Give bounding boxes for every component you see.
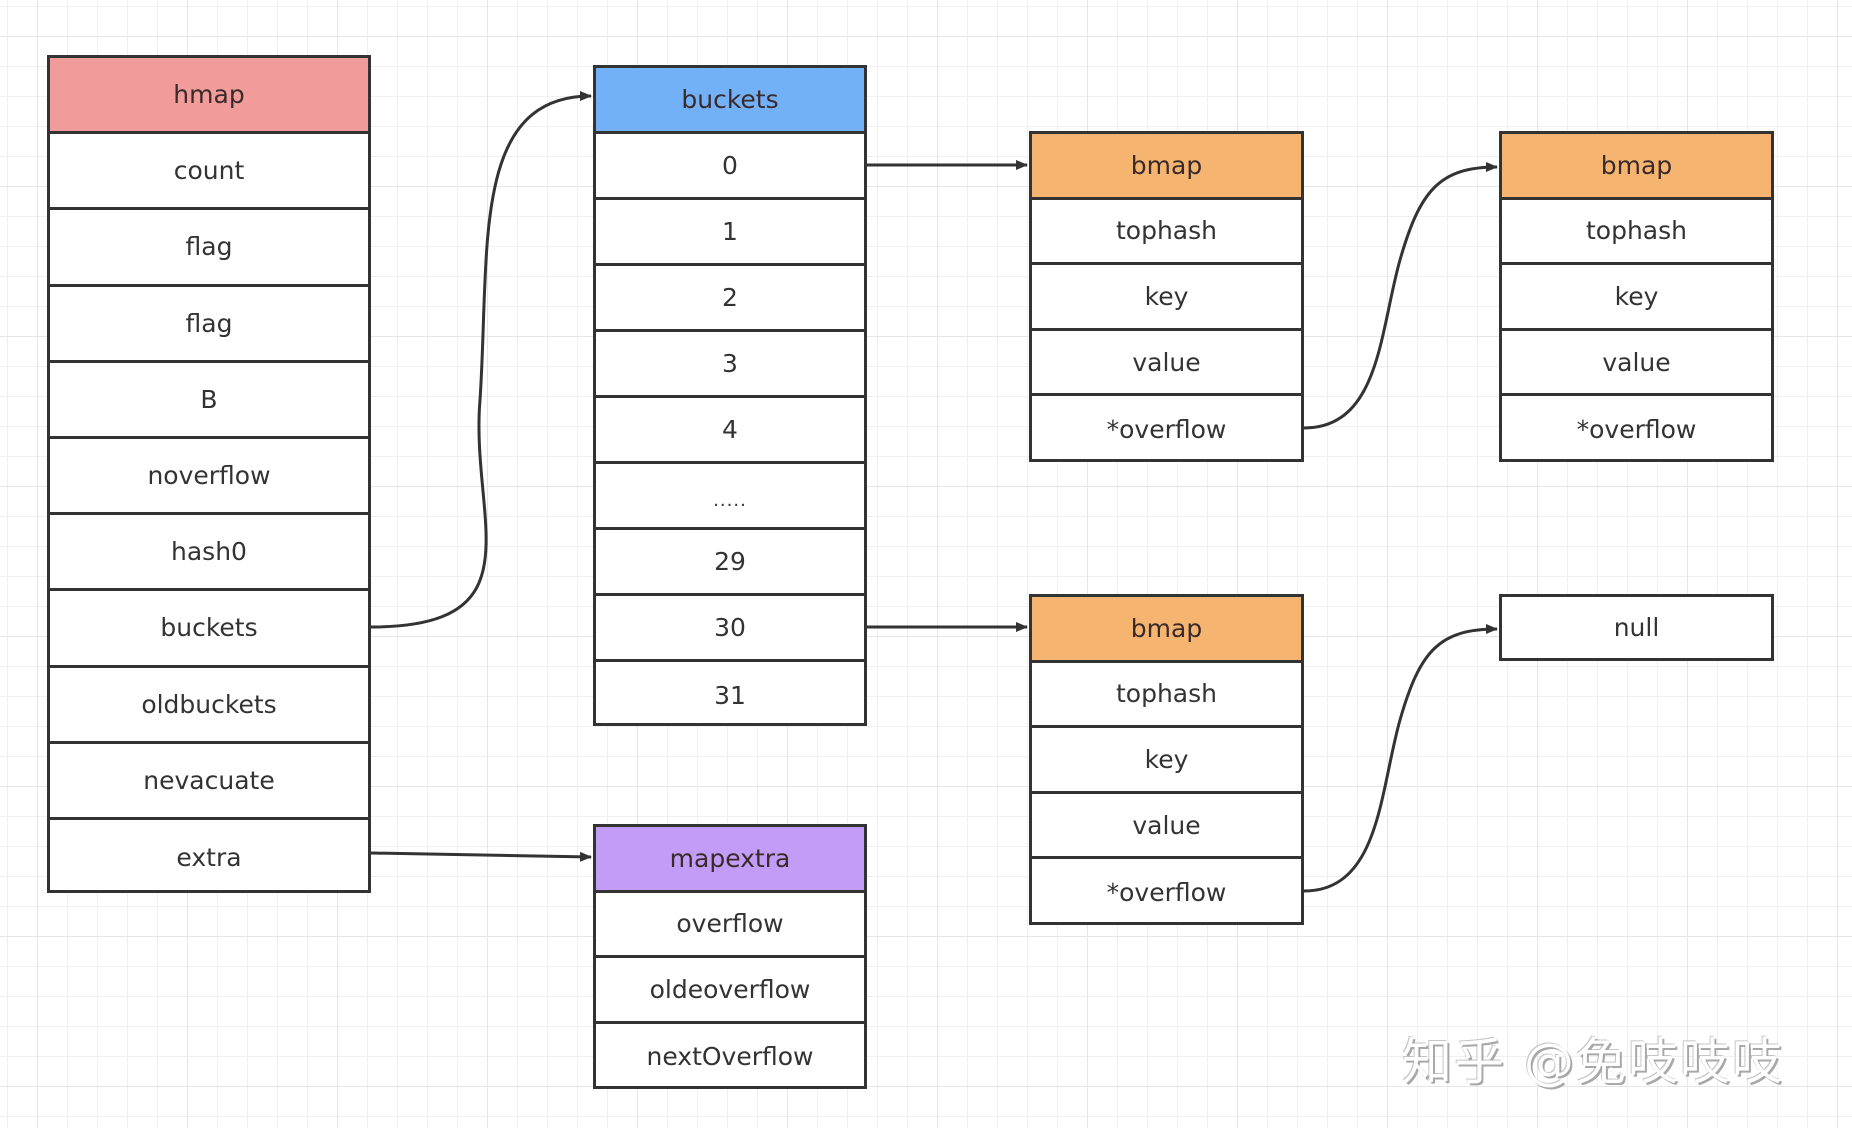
bmap-field-overflow: *overflow (1106, 414, 1227, 444)
bmap-header: bmap (1502, 134, 1771, 200)
bmap-field-value: value (1032, 794, 1301, 860)
mapextra-struct: mapextra overflow oldeoverflow nextOverf… (593, 824, 867, 1089)
hmap-field-buckets: buckets (50, 591, 368, 668)
hmap-field-noverflow: noverflow (50, 439, 368, 516)
null-label: null (1613, 613, 1660, 642)
buckets-header: buckets (596, 68, 864, 134)
hmap-struct: hmap count flag flag B noverflow hash0 b… (47, 55, 371, 893)
mapextra-field-nextoverflow: nextOverflow (646, 1041, 814, 1071)
bmap-field-overflow: *overflow (1106, 877, 1227, 907)
bmap-field-tophash: tophash (1032, 200, 1301, 266)
bucket-slot: 3 (596, 332, 864, 398)
watermark: 知乎 @兔吱吱吱 (1402, 1033, 1784, 1091)
bmap-field-key: key (1502, 265, 1771, 331)
bmap-field-key: key (1032, 728, 1301, 794)
hmap-field-hash0: hash0 (50, 515, 368, 592)
bucket-slot: 0 (596, 134, 864, 200)
hmap-field-extra: extra (176, 843, 242, 873)
hmap-field-flag: flag (50, 210, 368, 287)
edge-hmap-extra-to-mapextra (370, 851, 592, 862)
hmap-header: hmap (50, 58, 368, 135)
bmap-struct: bmap tophash key value *overflow (1029, 594, 1304, 925)
mapextra-header: mapextra (596, 827, 864, 893)
hmap-field-nevacuate: nevacuate (50, 744, 368, 820)
bmap-field-tophash: tophash (1032, 663, 1301, 729)
hmap-field-count: count (50, 134, 368, 211)
bucket-slot: 1 (596, 200, 864, 266)
bucket-slot: 31 (714, 680, 746, 710)
bmap-struct-overflow: bmap tophash key value *overflow (1499, 131, 1774, 462)
bmap-field-value: value (1502, 331, 1771, 397)
hmap-field-oldbuckets: oldbuckets (50, 668, 368, 744)
buckets-array: buckets 0 1 2 3 4 ..... 29 30 31 (593, 65, 867, 726)
bmap-field-key: key (1032, 265, 1301, 331)
mapextra-field-overflow: overflow (596, 893, 864, 958)
bucket-slot: 4 (596, 398, 864, 464)
edge-bmap-overflow-to-next-bmap (1303, 162, 1498, 430)
bmap-header: bmap (1032, 597, 1301, 663)
mapextra-field-oldeoverflow: oldeoverflow (596, 958, 864, 1024)
bucket-slot: 30 (596, 596, 864, 662)
bmap-field-overflow: *overflow (1576, 414, 1697, 444)
bmap-struct: bmap tophash key value *overflow (1029, 131, 1304, 462)
edge-bmap-overflow-to-null (1303, 624, 1498, 893)
bmap-field-tophash: tophash (1502, 200, 1771, 266)
hmap-field-b: B (50, 363, 368, 439)
null-node: null (1499, 594, 1774, 661)
bucket-slot-ellipsis: ..... (596, 464, 864, 530)
bucket-slot: 2 (596, 266, 864, 332)
bmap-header: bmap (1032, 134, 1301, 200)
edge-hmap-buckets-to-buckets-array (370, 91, 592, 629)
bmap-field-value: value (1032, 331, 1301, 397)
hmap-field-flag-2: flag (50, 287, 368, 363)
bucket-slot: 29 (596, 530, 864, 596)
